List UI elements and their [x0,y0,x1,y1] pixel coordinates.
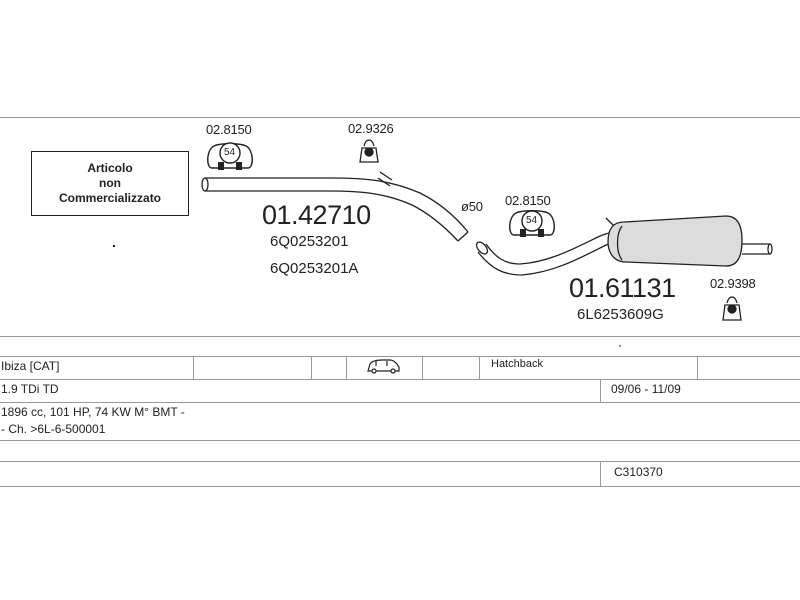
car-icon [367,359,400,374]
oem-number-front-1: 6Q0253201 [270,233,349,250]
col-sep-3 [346,356,347,379]
vehicle-chassis: - Ch. >6L-6-500001 [1,422,106,436]
vehicle-engine: 1.9 TDi TD [1,382,59,396]
col-sep-2 [311,356,312,379]
notice-line-3: Commercializzato [58,191,162,205]
part-number-front: 01.42710 [262,200,371,230]
vehicle-body: Hatchback [491,358,543,370]
rear-silencer [607,215,773,267]
hanger-icon-front [359,139,379,163]
col-sep-8 [600,461,601,486]
diameter-label: ø50 [461,199,483,214]
table-rule-3 [0,379,800,380]
col-sep-5 [479,356,480,379]
hanger-icon-rear [722,296,742,321]
vehicle-model: Ibiza [CAT] [1,359,60,373]
vehicle-code: C310370 [614,465,663,479]
clamp-size-front: 54 [224,147,236,158]
not-sold-notice: Articolo non Commercializzato [31,151,189,216]
notice-line-2: non [99,176,121,190]
notice-line-1: Articolo [87,161,133,175]
oem-number-rear-1: 6L6253609G [577,306,664,323]
speck-mark-2 [619,345,621,347]
table-rule-7 [0,486,800,487]
col-sep-4 [422,356,423,379]
table-rule-5 [0,440,800,441]
top-rule [0,117,800,118]
vehicle-specs: 1896 cc, 101 HP, 74 KW M° BMT - [1,405,185,419]
ref-front-clamp: 02.8150 [206,122,252,137]
part-number-rear: 01.61131 [569,273,676,303]
ref-mid-clamp: 02.8150 [505,193,551,208]
ref-front-hanger: 02.9326 [348,121,394,136]
table-rule-4 [0,402,800,403]
front-pipe [201,171,469,242]
table-rule-6 [0,461,800,462]
col-sep-6 [697,356,698,379]
clamp-icon-mid [509,210,555,237]
vehicle-years: 09/06 - 11/09 [611,382,681,396]
clamp-size-mid: 54 [526,215,538,226]
table-rule-2 [0,356,800,357]
clamp-icon-front [207,142,253,170]
oem-number-front-2: 6Q0253201A [270,260,359,277]
ref-rear-hanger: 02.9398 [710,276,756,291]
speck-mark [112,244,116,248]
col-sep-1 [193,356,194,379]
col-sep-7 [600,379,601,402]
table-rule-1 [0,336,800,337]
